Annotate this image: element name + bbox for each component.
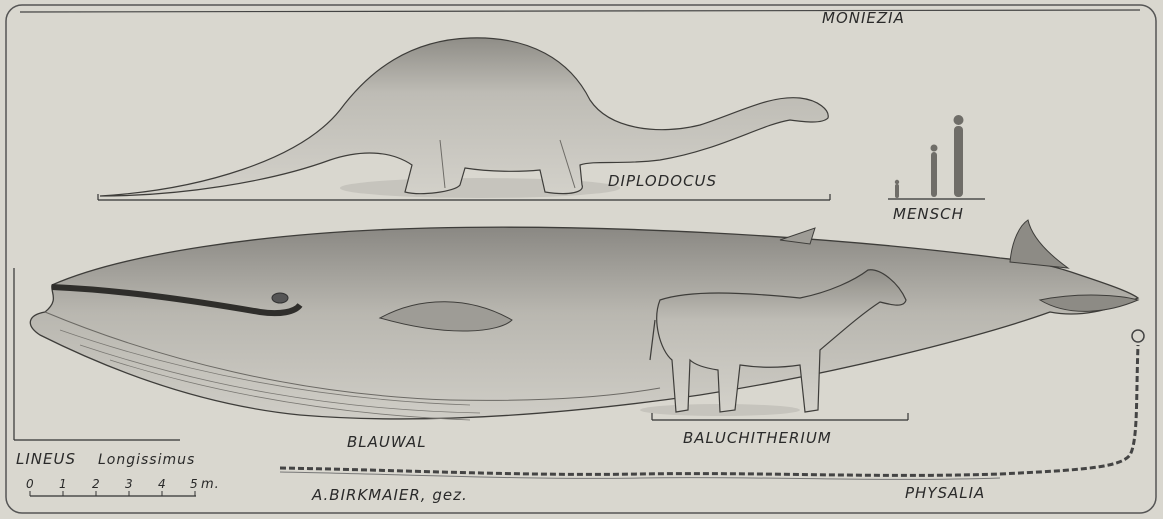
diplodocus-figure (98, 38, 830, 200)
label-lineus-species: Longissimus (98, 452, 195, 468)
label-blauwal: BLAUWAL (347, 433, 427, 451)
scale-tick-0: 0 (26, 477, 35, 491)
label-moniezia: MONIEZIA (822, 9, 905, 27)
human-figures (888, 115, 985, 199)
scale-tick-2: 2 (92, 477, 101, 491)
artist-signature: A.BIRKMAIER, gez. (312, 486, 468, 504)
label-baluchitherium: BALUCHITHERIUM (683, 429, 832, 447)
scale-tick-4: 4 (158, 477, 167, 491)
blue-whale-figure (30, 220, 1138, 420)
scale-tick-3: 3 (125, 477, 134, 491)
label-mensch: MENSCH (893, 205, 964, 223)
scale-unit: m. (201, 477, 220, 492)
scale-tick-1: 1 (59, 477, 68, 491)
scale-tick-5: 5 (190, 477, 199, 491)
moniezia-line (20, 10, 1140, 12)
label-diplodocus: DIPLODOCUS (608, 172, 717, 190)
label-lineus-genus: LINEUS (16, 450, 76, 468)
scale-bar (30, 491, 196, 496)
label-physalia: PHYSALIA (905, 484, 985, 502)
